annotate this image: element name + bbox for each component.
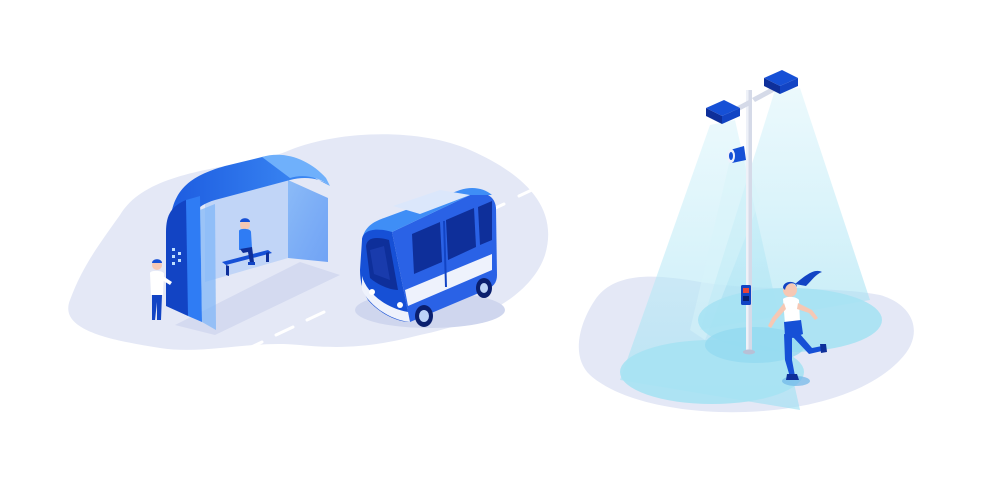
signal-button xyxy=(741,285,751,305)
standing-passenger xyxy=(150,259,172,320)
shuttle-wheels xyxy=(415,278,492,327)
lamp-head-right xyxy=(764,70,798,94)
camera-icon xyxy=(727,146,746,163)
waiting-passenger xyxy=(239,218,255,265)
street-lamp xyxy=(706,70,798,355)
autonomous-shuttle xyxy=(355,187,505,328)
lamp-head-left xyxy=(706,100,740,124)
running-woman xyxy=(768,270,827,386)
shelter-info-panel xyxy=(172,248,181,265)
